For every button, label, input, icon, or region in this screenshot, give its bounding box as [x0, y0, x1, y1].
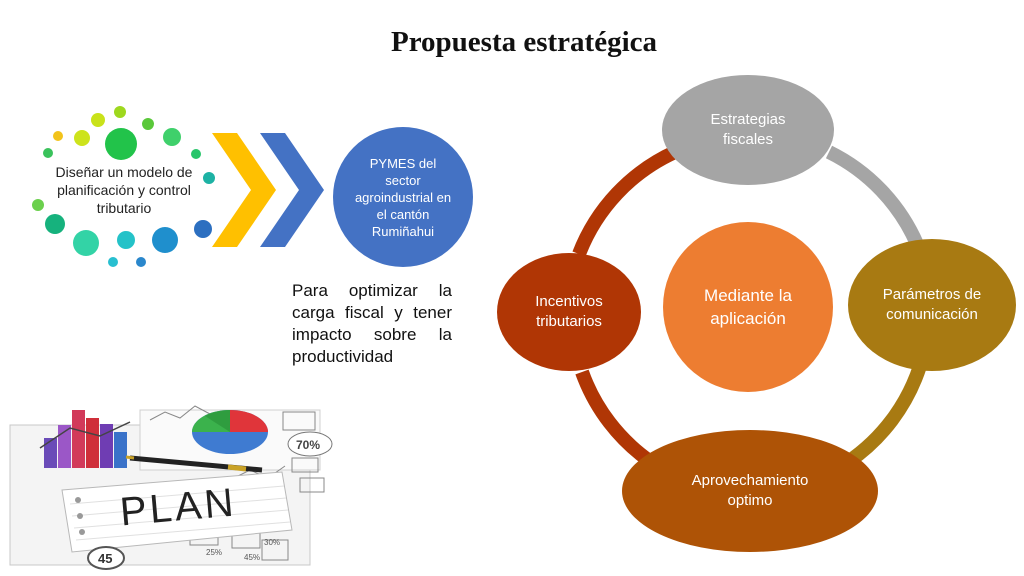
- badge-percent-label: 70%: [296, 438, 320, 452]
- small-label-2: 30%: [264, 538, 280, 547]
- page-title: Propuesta estratégica: [390, 26, 658, 58]
- objective-paragraph: Para optimizar la carga fiscal y tener i…: [292, 281, 452, 366]
- cycle-node-top: Estrategias fiscales: [662, 75, 834, 185]
- badge-number-label: 45: [98, 551, 112, 566]
- cycle-node-left: Incentivos tributarios: [497, 253, 641, 371]
- plan-label: PLAN: [118, 480, 238, 534]
- cycle-center: Mediante la aplicación: [663, 222, 833, 392]
- bubble-cluster: [32, 106, 215, 267]
- cycle-node-bottom-label: Aprovechamiento optimo: [691, 472, 809, 509]
- cycle-node-left-label: Incentivos tributarios: [535, 293, 603, 330]
- cycle-node-top-label: Estrategias fiscales: [710, 111, 786, 148]
- small-label-1: 25%: [206, 548, 222, 557]
- cycle-node-bottom: Aprovechamiento optimo: [622, 430, 878, 552]
- chevron-blue-icon: [260, 133, 324, 247]
- pymes-circle: PYMES del sector agroindustrial en el ca…: [333, 127, 473, 267]
- cycle-node-right-label: Parámetros de comunicación: [882, 286, 982, 323]
- cycle-node-right: Parámetros de comunicación: [848, 239, 1016, 371]
- plan-illustration: [9, 405, 333, 570]
- pymes-circle-text: PYMES del sector agroindustrial en el ca…: [354, 155, 452, 239]
- cycle-center-label: Mediante la aplicación: [704, 286, 792, 328]
- chevron-gold-icon: [212, 133, 276, 247]
- cycle-ring: [572, 145, 927, 468]
- small-label-3: 45%: [244, 553, 260, 562]
- bubble-cluster-text: Diseñar un modelo de planificación y con…: [55, 164, 193, 216]
